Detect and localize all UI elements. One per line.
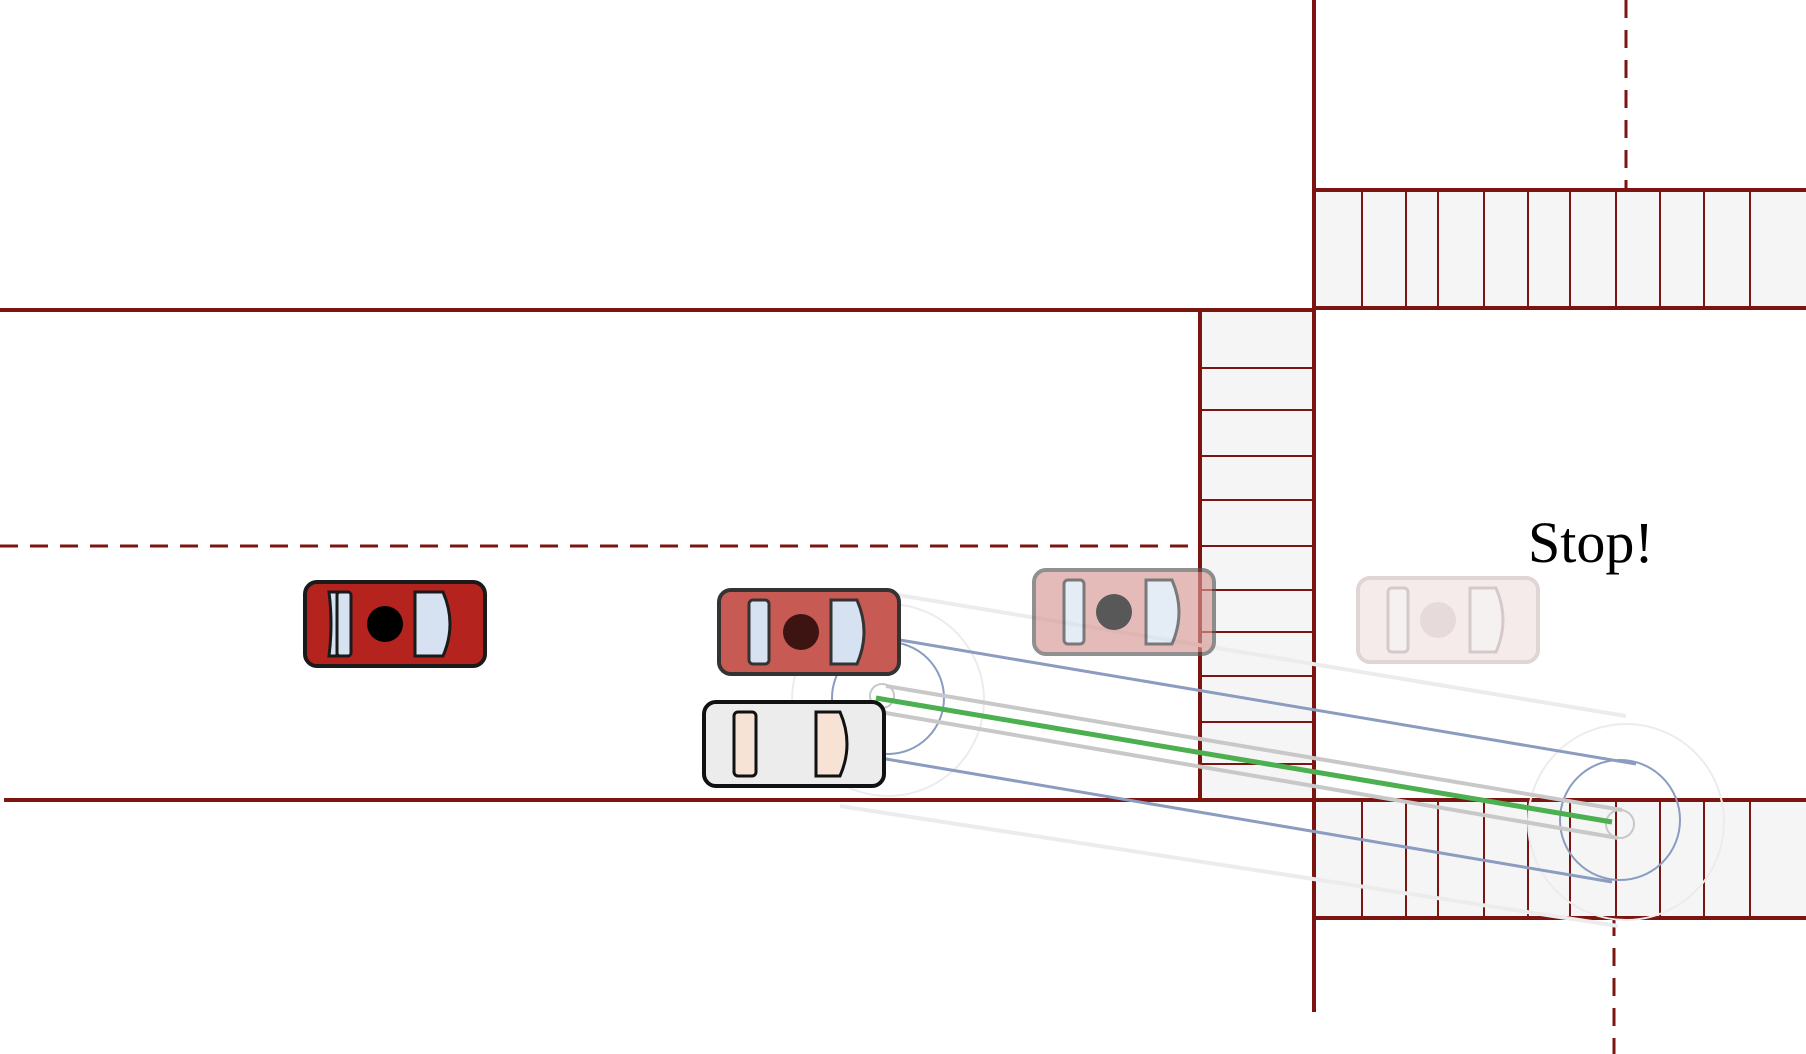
road-lines xyxy=(0,0,1628,1054)
planned-path-green xyxy=(875,695,1613,825)
stop-label: Stop! xyxy=(1528,510,1654,575)
other-car xyxy=(702,700,886,788)
ego-car-future xyxy=(1356,576,1540,664)
ego-car-ghost xyxy=(1032,568,1216,656)
ego-car-past xyxy=(717,588,901,676)
ego-car-current xyxy=(303,580,487,668)
crosswalk-top-right xyxy=(1316,188,1806,310)
crosswalk-vertical xyxy=(1198,310,1314,800)
